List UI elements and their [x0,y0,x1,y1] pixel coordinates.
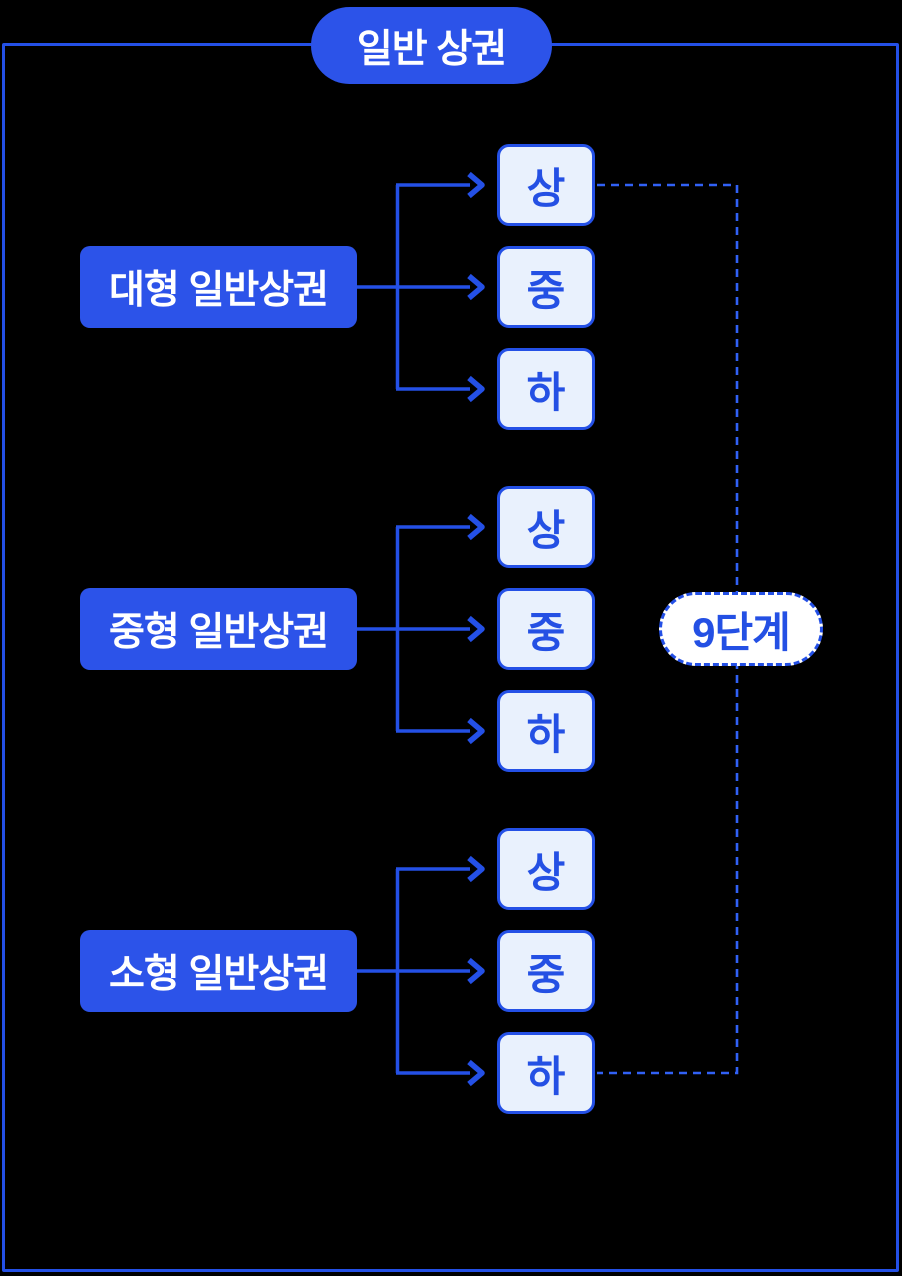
level-box-large-low: 하 [497,348,595,430]
level-label: 하 [526,368,566,416]
level-label: 상 [526,164,566,212]
level-label: 상 [526,848,566,896]
connector-group-2 [356,513,485,745]
arrow-head-icon [467,615,485,643]
level-box-medium-mid: 중 [497,588,595,670]
connector-group-3 [356,855,485,1087]
arrow-head-icon [467,273,485,301]
level-box-large-high: 상 [497,144,595,226]
level-box-medium-low: 하 [497,690,595,772]
connector-group-1 [356,171,485,403]
level-label: 하 [526,1052,566,1100]
arrow-head-icon [467,1059,485,1087]
group-label-box-large: 대형 일반상권 [80,246,357,328]
arrow-head-icon [467,375,485,403]
arrow-head-icon [467,855,485,883]
arrow-head-icon [467,717,485,745]
level-box-small-high: 상 [497,828,595,910]
badge-text: 9단계 [692,608,791,656]
level-label: 하 [526,710,566,758]
arrow-head-icon [467,957,485,985]
title-pill: 일반 상권 [311,7,552,84]
level-box-medium-high: 상 [497,486,595,568]
group-label-box-medium: 중형 일반상권 [80,588,357,670]
group-label-box-small: 소형 일반상권 [80,930,357,1012]
level-count-badge: 9단계 [659,592,823,666]
level-label: 중 [526,608,566,656]
level-box-small-mid: 중 [497,930,595,1012]
title-text: 일반 상권 [356,27,507,71]
level-box-large-mid: 중 [497,246,595,328]
arrow-head-icon [467,171,485,199]
level-box-small-low: 하 [497,1032,595,1114]
level-label: 상 [526,506,566,554]
group-label: 소형 일반상권 [108,953,329,996]
group-label: 중형 일반상권 [108,611,329,654]
level-label: 중 [526,266,566,314]
aggregate-dashed-path [597,183,739,1075]
group-label: 대형 일반상권 [108,269,329,312]
level-label: 중 [526,950,566,998]
arrow-head-icon [467,513,485,541]
